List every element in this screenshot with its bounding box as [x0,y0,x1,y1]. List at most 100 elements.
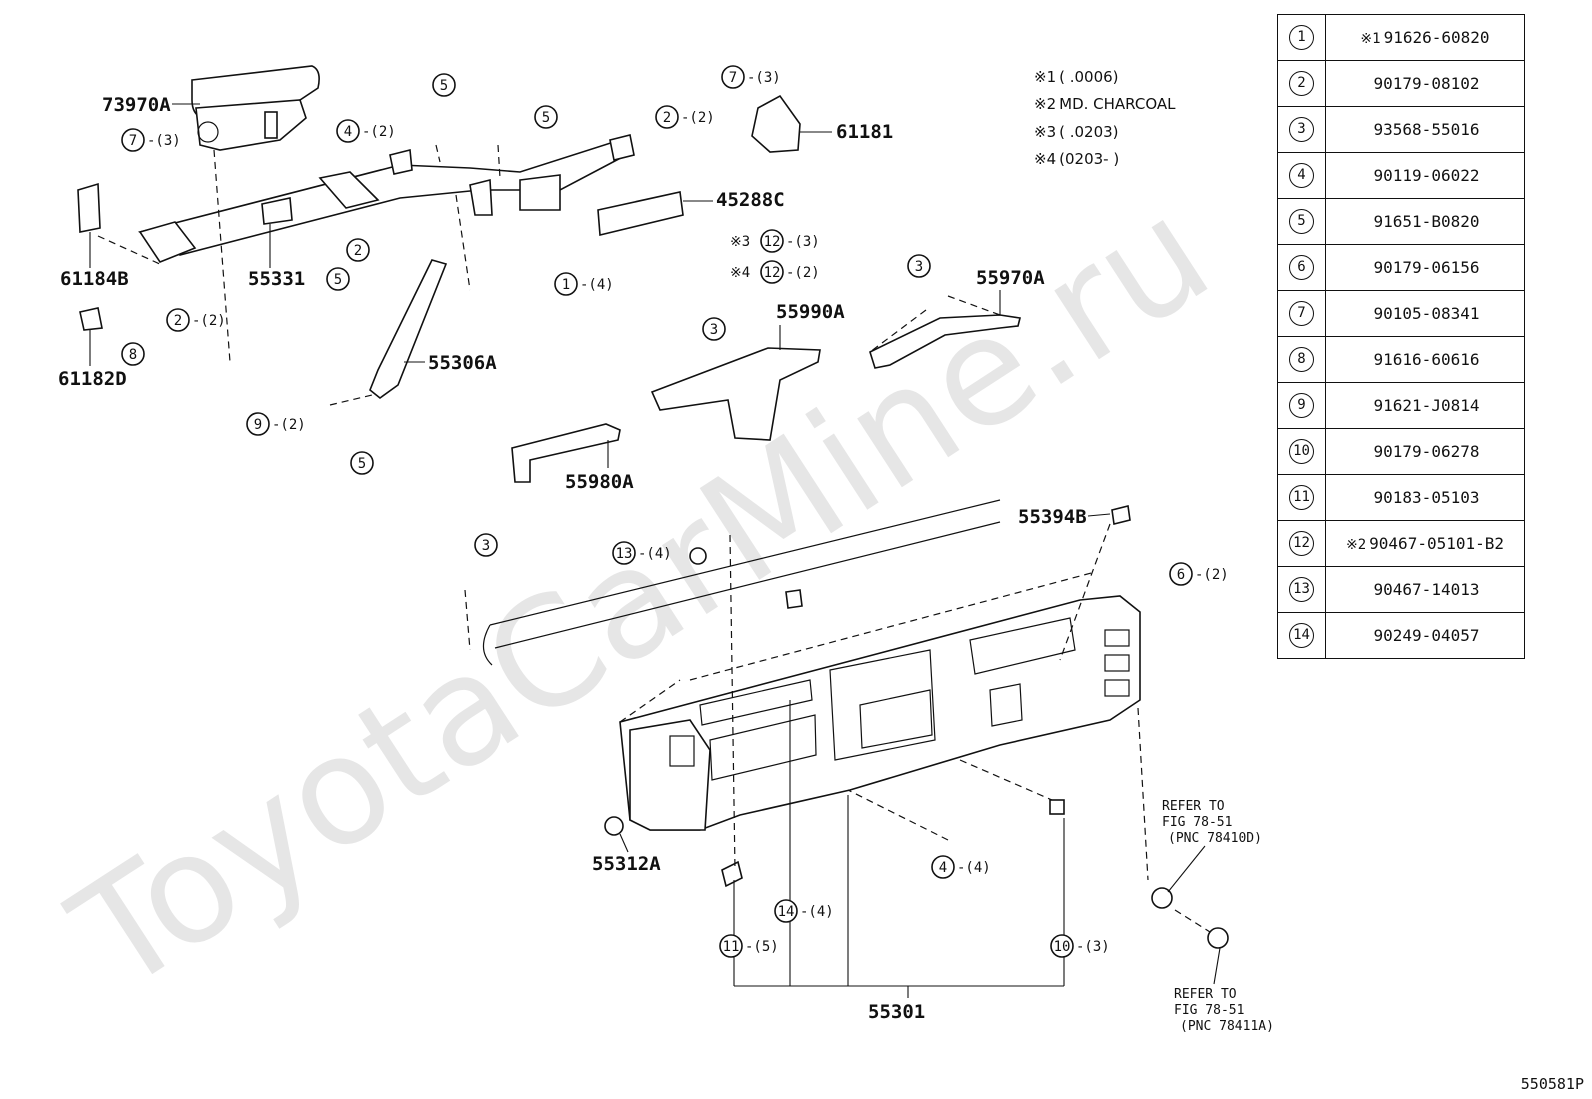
special-callout-mark: ※3 [730,234,750,250]
part-number-cell: 93568-55016 [1325,106,1525,153]
ref-number: 2 [1289,71,1314,96]
part-61184B [77,182,101,233]
callout-circle [121,342,145,366]
callout-number: 2 [663,110,671,126]
part-61182D [79,307,103,331]
callout-quantity: -(4) [800,904,834,920]
svg-text:※2MD. CHARCOAL: ※2MD. CHARCOAL [1034,95,1176,113]
part-number-cell: 90179-06278 [1325,428,1525,475]
callout-3: 3 [474,533,498,557]
ref-number-cell: 10 [1277,428,1326,475]
part-switch-78411A [1207,927,1229,949]
callout-number: 4 [939,860,947,876]
callout-circle [931,855,955,879]
part-number-cell: 90119-06022 [1325,152,1525,199]
ref-number-cell: 6 [1277,244,1326,291]
label-45288C: 45288C [716,189,785,211]
callout-number: 13 [616,546,633,562]
part-number: 91621-J0814 [1373,396,1480,415]
part-73970A [191,65,320,151]
callout-circle [474,533,498,557]
callout-circle [760,260,784,284]
callout-circle [554,272,578,296]
watermark: ToyotaCarMine.ru [44,166,1239,1026]
callout-circle [721,65,745,89]
part-number-cell: 91616-60616 [1325,336,1525,383]
label-55970A: 55970A [976,267,1045,289]
callout-quantity: -(4) [957,860,991,876]
callout-7: 7-(3) [121,128,181,152]
callout-quantity: -(4) [580,277,614,293]
part-55301-pin [785,589,803,609]
part-55990A [650,347,821,441]
ref-number-cell: 4 [1277,152,1326,199]
callout-10: 10 -(3) [1050,934,1110,958]
part-55331 [137,134,635,263]
callout-circle [1169,562,1193,586]
part-55970A [869,314,1021,369]
part-number-cell: 90179-06156 [1325,244,1525,291]
part-number-cell: 91621-J0814 [1325,382,1525,429]
ref-number: 10 [1289,439,1314,464]
ref-number-cell: 14 [1277,612,1326,659]
figure-code: 550581P [1520,1075,1584,1093]
callout-1: 1-(4) [554,272,614,296]
part-number: 90105-08341 [1373,304,1480,323]
callout-quantity: -(5) [745,939,779,955]
label-55306A: 55306A [428,352,497,374]
callout-8: 8 [121,342,145,366]
ref-number: 5 [1289,209,1314,234]
part-55394B [1111,505,1131,525]
ref-number-cell: 13 [1277,566,1326,613]
ref-number-cell: 7 [1277,290,1326,337]
callout-number: 9 [254,417,262,433]
callout-quantity: -(2) [786,265,820,281]
note-mark: ※4 [1034,150,1056,168]
callout-number: 6 [1177,567,1185,583]
callout-number: 12 [764,234,781,250]
part-number: 91626-60820 [1383,28,1490,47]
callout-2: 2-(2) [166,308,226,332]
callout-circle [774,899,798,923]
callout-number: 5 [440,78,448,94]
label-55394B: 55394B [1018,506,1087,528]
ref-number: 8 [1289,347,1314,372]
callout-quantity: -(3) [1076,939,1110,955]
part-55980A [511,423,621,483]
callout-number: 5 [542,110,550,126]
svg-text:※3( .0203): ※3( .0203) [1034,123,1119,141]
part-number: 90467-14013 [1373,580,1480,599]
part-55301-retainer [721,860,743,888]
callout-number: 3 [482,538,490,554]
part-55312A [604,816,624,836]
part-number: 91616-60616 [1373,350,1480,369]
callout-quantity: -(3) [786,234,820,250]
label-55301: 55301 [868,1001,925,1023]
callout-circle [166,308,190,332]
callout-quantity: -(2) [362,124,396,140]
ref-number-cell: 12 [1277,520,1326,567]
part-55301 [619,595,1141,831]
callout-quantity: -(2) [272,417,306,433]
callout-7: 7-(3) [721,65,781,89]
part-number: 90119-06022 [1373,166,1480,185]
callout-circle [336,119,360,143]
callout-5: 5 [326,267,350,291]
label-61184B: 61184B [60,268,129,290]
note-mark: ※1 [1034,68,1056,86]
callout-circle [719,934,743,958]
callout-11: 11-(5) [719,934,779,958]
callout-number: 7 [729,70,737,86]
callout-13: 13-(4) [612,541,672,565]
svg-text:FIG 78-51: FIG 78-51 [1162,815,1232,830]
svg-text:※1( .0006): ※1( .0006) [1034,68,1119,86]
callout-number: 10 [1054,939,1071,955]
callout-circle [350,451,374,475]
